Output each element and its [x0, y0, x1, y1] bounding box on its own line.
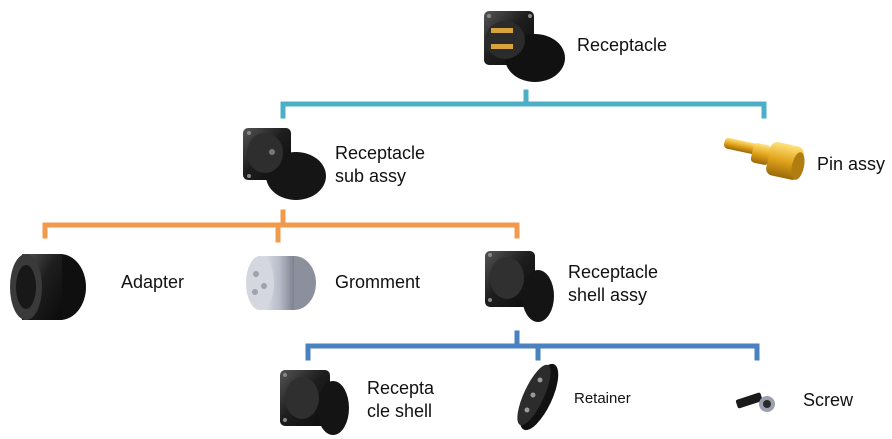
receptacle-sub-assembly-icon: [243, 128, 326, 200]
grommet-icon: [246, 256, 316, 310]
level1-connector: [280, 89, 767, 119]
gold-pin-icon: [724, 137, 805, 180]
receptacle-label: Receptacle: [577, 35, 668, 55]
receptacle-sub-assy-line-1: Receptacle: [335, 143, 426, 163]
retainer-disc-icon: [517, 363, 559, 431]
level3-connector: [305, 330, 760, 361]
receptacle-shell-assy-line-1: Receptacle: [568, 262, 659, 282]
receptacle-sub-assy-label: Receptacle sub assy: [335, 142, 425, 188]
receptacle-shell-line-1: Recepta: [367, 378, 435, 398]
screw-label: Screw: [803, 390, 854, 410]
adapter-ring-icon: [10, 254, 86, 320]
gromment-label: Gromment: [335, 272, 421, 292]
screw-icon: [735, 392, 775, 412]
pin-assy-label: Pin assy: [817, 154, 886, 174]
receptacle-shell-line-2: cle shell: [367, 401, 433, 421]
receptacle-shell-label: Recepta cle shell: [367, 377, 434, 423]
receptacle-sub-assy-line-2: sub assy: [335, 166, 407, 186]
retainer-label: Retainer: [574, 390, 631, 407]
receptacle-shell-assembly-icon: [485, 251, 554, 322]
adapter-label: Adapter: [121, 272, 185, 292]
receptacle-connector-icon: [484, 11, 565, 82]
receptacle-shell-icon: [280, 370, 349, 435]
receptacle-shell-assy-line-2: shell assy: [568, 285, 648, 305]
receptacle-shell-assy-label: Receptacle shell assy: [568, 261, 658, 307]
level2-connector: [42, 209, 520, 243]
